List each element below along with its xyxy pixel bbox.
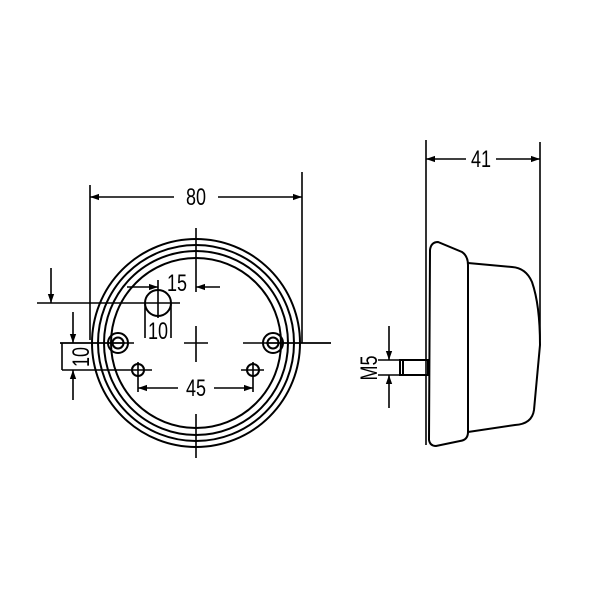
housing-body (467, 262, 542, 433)
side-view: 41 M5 (357, 140, 542, 448)
dimension-mounting-spacing: 45 (138, 376, 253, 402)
dimension-depth: 41 (426, 147, 540, 173)
housing-front-bezel (427, 240, 469, 448)
dimension-hole-offset: 15 (127, 271, 220, 297)
front-view: 80 15 10 10 45 (37, 172, 331, 458)
dimension-vertical-10-label: 10 (69, 347, 95, 367)
dimension-80-label: 80 (186, 185, 206, 211)
dimension-vertical-offset: 10 (61, 312, 95, 400)
dimension-41-label: 41 (471, 147, 491, 173)
dimension-diameter: 80 (89, 172, 303, 343)
dimension-45-label: 45 (186, 376, 206, 402)
mounting-stud (399, 359, 429, 376)
cable-hole (37, 280, 180, 338)
dimension-thread: M5 (357, 326, 400, 408)
dimension-hole-diameter-label: 10 (148, 319, 168, 345)
dimension-m5-label: M5 (357, 355, 383, 380)
dimension-15-label: 15 (167, 271, 187, 297)
stud-hole-right (241, 362, 264, 392)
